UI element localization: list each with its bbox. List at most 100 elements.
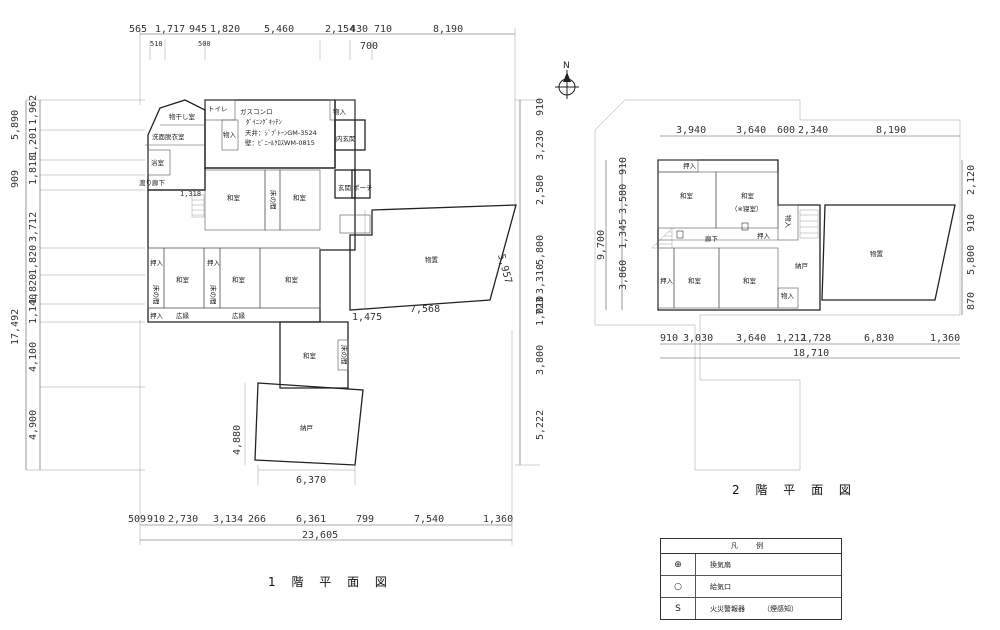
room-oshiire: 押入	[150, 258, 164, 267]
air-inlet-icon: ○	[661, 576, 696, 597]
f2-right-dim: 870	[966, 292, 977, 310]
f1-left-dim: 1,201	[28, 127, 39, 157]
f1-inner-dim: 4,880	[232, 425, 243, 455]
f1-left-dim: 4,900	[28, 410, 39, 440]
room-tokonoma: 床の間	[152, 285, 161, 305]
f1-right-dim: 3,800	[535, 345, 546, 375]
f1-left-dim: 1,820	[28, 274, 39, 304]
f2-total-width: 18,710	[793, 348, 829, 359]
room-tokonoma: 床の間	[269, 190, 278, 210]
ventilation-fan-icon: ⊕	[661, 554, 696, 575]
f2-right-dim: 910	[966, 214, 977, 232]
legend-row: ⊕ 換気扇	[661, 554, 841, 576]
room-washitsu: 和室	[680, 191, 694, 200]
f1-top-dim: 565	[129, 24, 147, 35]
f1-bottom-dim: 266	[248, 514, 266, 525]
room-warehouse: 物置	[870, 249, 884, 258]
f1-left-dim: 1,818	[28, 155, 39, 185]
f1-top-dim: 430	[350, 24, 368, 35]
f1-top-dim: 2,154	[325, 24, 355, 35]
room-dk: ﾀﾞｲﾆﾝｸﾞｷｯﾁﾝ	[246, 118, 282, 126]
f2-left-dim: 910	[618, 157, 629, 175]
f2-bottom-dim: 6,830	[864, 333, 894, 344]
f2-top-dim: 2,340	[798, 125, 828, 136]
floor2-title: 2 階 平 面 図	[732, 482, 857, 497]
f1-bottom-dim: 910	[147, 514, 165, 525]
room-washitsu: 和室	[293, 193, 307, 202]
f2-right-dim: 2,120	[966, 165, 977, 195]
f1-left-dim: 5,890	[10, 110, 21, 140]
f1-rear-wing	[279, 321, 349, 389]
room-warehouse: 物置	[425, 255, 439, 264]
legend: 凡 例 ⊕ 換気扇 ○ 給気口 S 火災警報器 （煙感知）	[660, 538, 842, 620]
room-nando: 納戸	[300, 423, 314, 432]
f1-top-sub-dim: 700	[360, 41, 378, 52]
f2-bottom-dim: 3,640	[736, 333, 766, 344]
f1-bottom-dim: 7,540	[414, 514, 444, 525]
room-oshiire: 押入	[683, 161, 697, 170]
f1-right-dim: 3,230	[535, 130, 546, 160]
room-toilet: トイレ	[208, 105, 228, 113]
room-passage: 渡り廊下	[139, 178, 166, 187]
room-washitsu: 和室	[741, 191, 755, 200]
f1-left-dim: 1,962	[28, 95, 39, 125]
legend-row: S 火災警報器 （煙感知）	[661, 598, 841, 619]
f1-right-dim: 5,800	[535, 235, 546, 265]
legend-row: ○ 給気口	[661, 576, 841, 598]
f1-bath-block	[147, 99, 206, 191]
room-ceiling-spec: 天井：ｼﾞﾌﾟﾄｰﾝGM-3524	[245, 128, 317, 137]
f1-top-dim: 1,717	[155, 24, 185, 35]
f1-left-dim: 17,492	[10, 309, 21, 345]
room-oshiire: 押入	[660, 276, 674, 285]
f1-top-sub-dim: 500	[198, 40, 211, 48]
room-engawa: 広縁	[176, 311, 190, 320]
f2-left-dim: 1,345	[618, 219, 629, 249]
legend-label: 火災警報器	[710, 604, 745, 613]
room-tokonoma: 床の間	[209, 285, 218, 305]
f1-top-dim: 1,820	[210, 24, 240, 35]
f1-right-dim: 723	[535, 297, 546, 315]
room-gas: ガスコンロ	[240, 107, 273, 116]
f1-inner-dim: 7,568	[410, 304, 440, 315]
f1-top-dim: 945	[189, 24, 207, 35]
f1-top-sub-dim: 518	[150, 40, 163, 48]
f1-right-dim: 1,010	[535, 296, 546, 326]
f1-left-dim: 1,820	[28, 245, 39, 275]
f2-left-dim: 3,580	[618, 184, 629, 214]
f1-bottom-dim: 6,361	[296, 514, 326, 525]
f1-inner-dim: 1,318	[180, 190, 201, 198]
f2-bottom-dim: 3,030	[683, 333, 713, 344]
f2-left-dim: 3,860	[618, 260, 629, 290]
room-porch: ポーチ	[353, 184, 373, 192]
f2-warehouse	[821, 204, 956, 301]
f1-warehouse	[349, 204, 517, 311]
f2-main-outline	[657, 159, 821, 311]
legend-label: 換気扇	[710, 560, 731, 569]
room-washitsu: 和室	[227, 193, 241, 202]
f2-top-dim: 8,190	[876, 125, 906, 136]
room-oshiire: 押入	[150, 311, 164, 320]
room-engawa: 広縁	[232, 311, 246, 320]
floor1-title: 1 階 平 面 図	[268, 574, 393, 589]
f1-inner-dim: 6,370	[296, 475, 326, 486]
f1-bottom-dim: 799	[356, 514, 374, 525]
f2-bottom-dim: 1,212	[776, 333, 806, 344]
f1-right-dim: 5,222	[535, 410, 546, 440]
f2-bottom-dim: 910	[660, 333, 678, 344]
room-drying: 物干し室	[169, 112, 196, 121]
legend-title: 凡 例	[661, 539, 841, 554]
room-storage: 物入	[333, 107, 347, 116]
f2-right-dim: 5,800	[966, 245, 977, 275]
room-storage: 物入	[784, 215, 793, 229]
f1-left-dim: 3,712	[28, 212, 39, 242]
floor1-plan: 565 1,717 945 1,820 5,460 2,154 430 710 …	[10, 24, 546, 589]
room-washitsu: 和室	[303, 351, 317, 360]
f2-bottom-dim: 1,728	[801, 333, 831, 344]
room-washitsu: 和室	[232, 275, 246, 284]
room-inner-entry: 内玄関	[336, 134, 356, 143]
f1-bottom-dim: 3,134	[213, 514, 243, 525]
room-bedroom-note: （※寝室）	[731, 204, 762, 213]
smoke-detector-icon: S	[661, 598, 696, 619]
f1-inner-dim: 1,475	[352, 312, 382, 323]
